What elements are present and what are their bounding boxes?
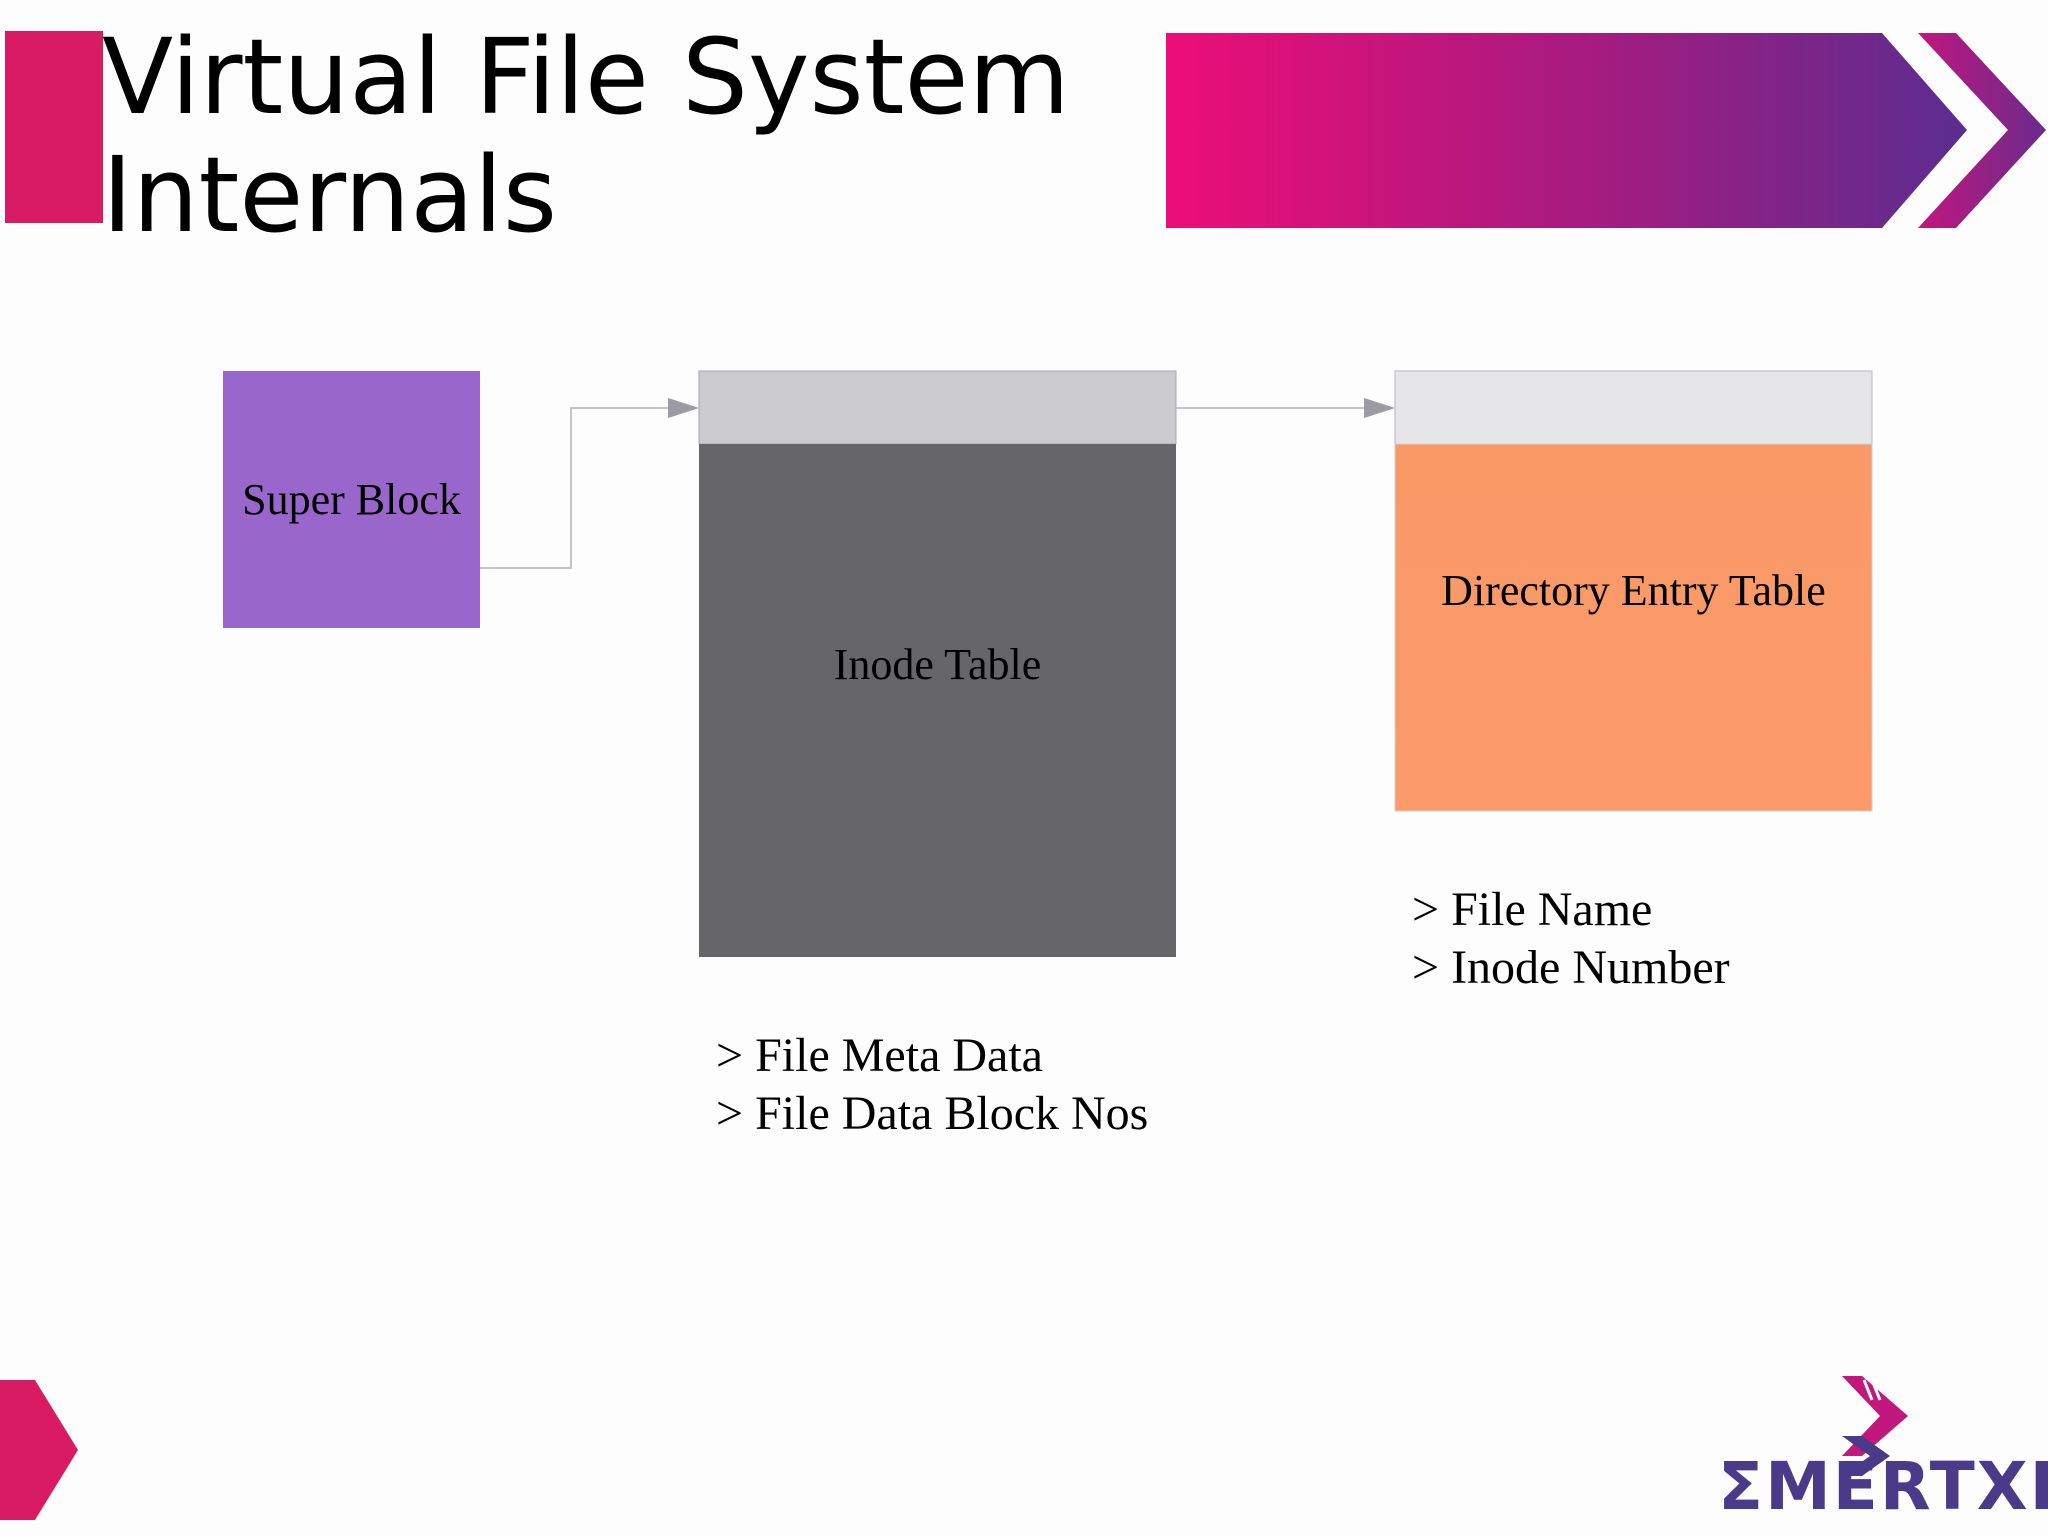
- arrowhead-to-directory-table: [1364, 398, 1395, 418]
- title-accent-bar: [5, 31, 103, 223]
- inode-table-box: [699, 444, 1176, 957]
- corner-chevron-icon: [0, 1380, 78, 1520]
- arrowhead-to-inode-table: [668, 398, 699, 418]
- slide-title-line-2: Internals: [102, 134, 557, 256]
- note-inode-number: > Inode Number: [1412, 941, 1730, 994]
- note-file-name: > File Name: [1412, 883, 1653, 936]
- connector-superblock-to-inode: [480, 407, 670, 569]
- directory-entry-table-box: [1394, 443, 1873, 812]
- inode-table-label: Inode Table: [833, 640, 1042, 689]
- banner-chevron-icon: [1918, 33, 2046, 228]
- directory-entry-table-label: Directory Entry Table: [1441, 566, 1826, 615]
- emertxe-logo-text: ΣMERTXE: [1718, 1448, 2048, 1525]
- header-banner-arrow: [1166, 33, 2046, 228]
- banner-arrow-shape: [1166, 33, 1967, 228]
- slide-title: Virtual File System Internals: [102, 18, 1102, 254]
- inode-table-notes: > File Meta Data > File Data Block Nos: [716, 1027, 1148, 1143]
- super-block-box: [223, 371, 480, 628]
- slide-title-line-1: Virtual File System: [102, 16, 1070, 138]
- emertxe-logo-icon: [1842, 1376, 1908, 1476]
- directory-entry-table-header: [1394, 370, 1873, 445]
- inode-table-header: [698, 370, 1177, 445]
- note-file-meta-data: > File Meta Data: [716, 1029, 1043, 1082]
- directory-entry-table-notes: > File Name > Inode Number: [1412, 881, 1730, 997]
- super-block-label: Super Block: [242, 475, 461, 524]
- note-file-data-block-nos: > File Data Block Nos: [716, 1087, 1149, 1140]
